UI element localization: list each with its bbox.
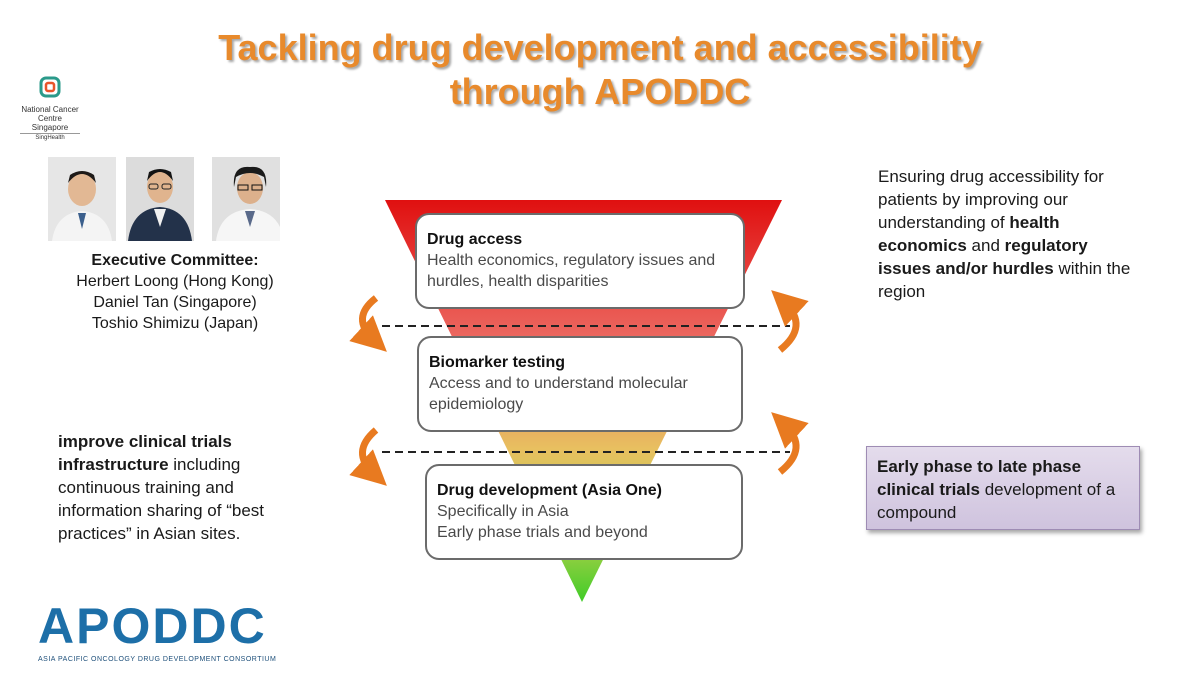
stage-description: Health economics, regulatory issues and …	[427, 252, 716, 290]
clinical-trials-bold: Early phase to late phase clinical trial…	[877, 457, 1082, 499]
title-line-2: through APODDC	[449, 71, 751, 112]
arrow-right-2	[771, 412, 809, 475]
ncc-logo-icon	[39, 76, 61, 98]
access-text-2: and	[966, 236, 1005, 255]
access-description: Ensuring drug accessibility for patients…	[878, 165, 1138, 303]
infrastructure-description: improve clinical trials infrastructure i…	[58, 430, 308, 545]
access-text-1: Ensuring drug accessibility for patients…	[878, 167, 1104, 232]
stage-name: Biomarker testing	[429, 354, 566, 371]
committee-member: Toshio Shimizu (Japan)	[91, 315, 259, 332]
photo-member-2	[126, 157, 194, 241]
stage-biomarker-testing: Biomarker testing Access and to understa…	[417, 336, 743, 432]
stage-description: Specifically in Asia	[437, 503, 569, 520]
committee-photos	[48, 157, 288, 241]
ncc-logo-line-3: SingHealth	[20, 133, 80, 142]
stage-drug-access: Drug access Health economics, regulatory…	[415, 213, 745, 309]
arrow-left-2	[349, 427, 387, 486]
committee-member: Daniel Tan (Singapore)	[93, 294, 257, 311]
photo-member-1	[48, 157, 116, 241]
executive-committee: Executive Committee: Herbert Loong (Hong…	[40, 250, 310, 334]
ncc-logo-line-1: National Cancer	[21, 105, 79, 114]
stage-name: Drug development (Asia One)	[437, 482, 662, 499]
infrastructure-text: including continuous training and inform…	[58, 455, 264, 543]
stage-description: Access and to understand molecular epide…	[429, 375, 688, 413]
apoddc-logo: APODDC ASIA PACIFIC ONCOLOGY DRUG DEVELO…	[38, 598, 278, 663]
ncc-logo: National Cancer Centre Singapore SingHea…	[20, 76, 80, 142]
apoddc-subtitle: ASIA PACIFIC ONCOLOGY DRUG DEVELOPMENT C…	[38, 656, 277, 663]
arrow-right-1	[771, 290, 809, 353]
stage-name: Drug access	[427, 231, 523, 248]
committee-member: Herbert Loong (Hong Kong)	[76, 273, 274, 290]
infrastructure-bold: improve clinical trials infrastructure	[58, 432, 232, 474]
apoddc-wordmark: APODDC	[38, 598, 267, 654]
slide-title: Tackling drug development and accessibil…	[0, 26, 1200, 114]
photo-member-3	[212, 157, 280, 241]
clinical-trials-box: Early phase to late phase clinical trial…	[866, 446, 1140, 530]
access-bold-2: regulatory issues and/or hurdles	[878, 236, 1088, 278]
clinical-trials-text: development of a compound	[877, 480, 1116, 522]
ncc-logo-line-2: Centre Singapore	[31, 114, 69, 132]
stage-drug-development: Drug development (Asia One) Specifically…	[425, 464, 743, 560]
access-text-3: within the region	[878, 259, 1131, 301]
title-line-1: Tackling drug development and accessibil…	[218, 27, 982, 68]
committee-heading: Executive Committee:	[91, 252, 259, 269]
arrow-left-1	[349, 295, 387, 352]
stage-description: Early phase trials and beyond	[437, 524, 648, 541]
access-bold-1: health economics	[878, 213, 1060, 255]
